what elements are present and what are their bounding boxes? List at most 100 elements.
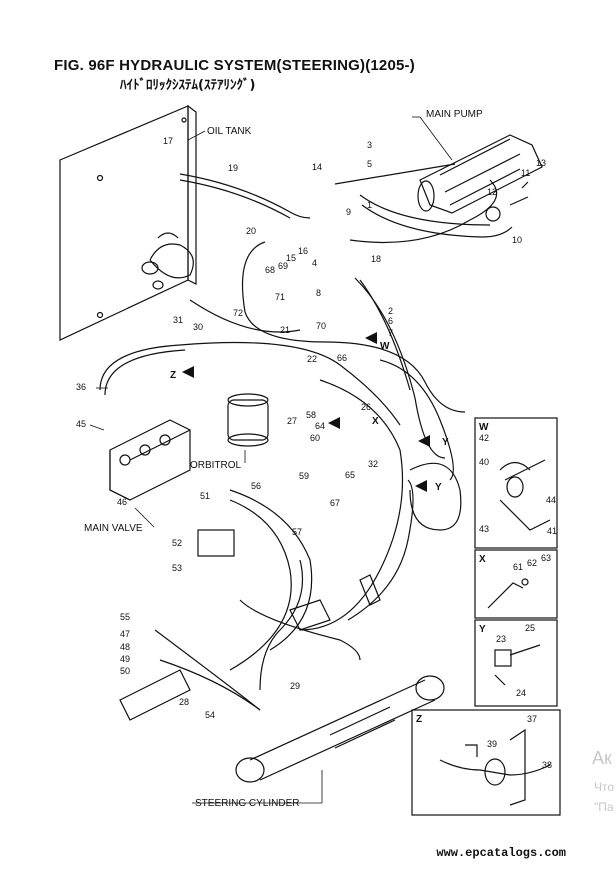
part-number-58: 58 [306, 410, 316, 420]
part-number-47: 47 [120, 629, 130, 639]
manifold-block [197, 529, 235, 557]
detail-box-y [474, 619, 558, 707]
part-number-39: 39 [487, 739, 497, 749]
main-pump-label: MAIN PUMP [426, 109, 483, 120]
part-number-30: 30 [193, 322, 203, 332]
part-number-25: 25 [525, 623, 535, 633]
part-number-23: 23 [496, 634, 506, 644]
part-number-26: 26 [361, 402, 371, 412]
detail-box-z [411, 709, 561, 816]
part-number-42: 42 [479, 433, 489, 443]
detail-label-w: W [479, 422, 489, 433]
part-number-2: 2 [388, 306, 393, 316]
part-number-4: 4 [312, 258, 317, 268]
steering-cylinder-label: STEERING CYLINDER [195, 798, 299, 809]
part-number-19: 19 [228, 163, 238, 173]
watermark-line-2: Что [594, 780, 615, 794]
steering-cylinder-drawing [119, 574, 445, 783]
part-number-55: 55 [120, 612, 130, 622]
part-number-56: 56 [251, 481, 261, 491]
part-number-7: 7 [388, 328, 393, 338]
part-number-10: 10 [512, 235, 522, 245]
callout-x: X [372, 416, 379, 427]
part-number-45: 45 [76, 419, 86, 429]
part-number-64: 64 [315, 421, 325, 431]
part-number-69: 69 [278, 261, 288, 271]
part-number-6: 6 [388, 316, 393, 326]
part-number-61: 61 [513, 562, 523, 572]
detail-label-y: Y [479, 624, 486, 635]
detail-box-w [474, 417, 558, 549]
part-number-48: 48 [120, 642, 130, 652]
part-number-50: 50 [120, 666, 130, 676]
detail-label-x: X [479, 554, 486, 565]
callout-y2: Y [435, 482, 442, 493]
main-pump-drawing [417, 134, 543, 222]
part-number-3: 3 [367, 140, 372, 150]
part-number-67: 67 [330, 498, 340, 508]
part-number-31: 31 [173, 315, 183, 325]
part-number-72: 72 [233, 308, 243, 318]
part-number-5: 5 [367, 159, 372, 169]
part-number-12: 12 [487, 187, 497, 197]
part-number-17: 17 [163, 136, 173, 146]
callout-w: W [380, 341, 390, 352]
watermark-line-3: "Па [594, 800, 614, 814]
part-number-15: 15 [286, 253, 296, 263]
part-number-11: 11 [521, 168, 530, 178]
main-valve-label: MAIN VALVE [84, 523, 143, 534]
oil-tank-drawing [59, 104, 197, 341]
part-number-29: 29 [290, 681, 300, 691]
part-number-44: 44 [546, 495, 556, 505]
part-number-28: 28 [179, 697, 189, 707]
part-number-59: 59 [299, 471, 309, 481]
part-number-46: 46 [117, 497, 127, 507]
part-number-41: 41 [547, 526, 557, 536]
part-number-62: 62 [527, 558, 537, 568]
part-number-49: 49 [120, 654, 130, 664]
part-number-53: 53 [172, 563, 182, 573]
orbitrol-label: ORBITROL [190, 460, 242, 471]
part-number-57: 57 [292, 527, 302, 537]
part-number-1: 1 [367, 200, 372, 210]
part-number-9: 9 [346, 207, 351, 217]
part-number-37: 37 [527, 714, 537, 724]
part-number-65: 65 [345, 470, 355, 480]
callout-z: Z [170, 370, 176, 381]
part-number-20: 20 [246, 226, 256, 236]
part-number-60: 60 [310, 433, 320, 443]
part-number-layer: 1234567891011121314151617181920212223242… [76, 136, 557, 770]
part-number-22: 22 [307, 354, 317, 364]
detail-label-z: Z [416, 714, 422, 725]
direction-arrows [182, 332, 430, 492]
part-number-13: 13 [536, 158, 546, 168]
part-number-43: 43 [479, 524, 489, 534]
part-number-71: 71 [275, 292, 285, 302]
oil-tank-label: OIL TANK [207, 126, 252, 137]
part-number-8: 8 [316, 288, 321, 298]
part-number-63: 63 [541, 553, 551, 563]
leader-lines [89, 116, 453, 804]
figure-subtitle: ﾊｲﾄﾞﾛﾘｯｸｼｽﾃﾑ(ｽﾃｱﾘﾝｸﾞ) [120, 78, 256, 93]
hydraulic-hoses [99, 163, 513, 711]
part-number-27: 27 [287, 416, 297, 426]
part-number-70: 70 [316, 321, 326, 331]
part-number-21: 21 [280, 325, 290, 335]
part-number-36: 36 [76, 382, 86, 392]
part-number-38: 38 [542, 760, 552, 770]
part-number-18: 18 [371, 254, 381, 264]
main-valve-drawing [109, 419, 191, 501]
detail-box-x [474, 549, 558, 619]
callout-y1: Y [442, 437, 449, 448]
part-number-24: 24 [516, 688, 526, 698]
part-number-32: 32 [368, 459, 378, 469]
part-number-66: 66 [337, 353, 347, 363]
part-number-51: 51 [200, 491, 210, 501]
figure-title: FIG. 96F HYDRAULIC SYSTEM(STEERING)(1205… [54, 57, 415, 74]
part-number-40: 40 [479, 457, 489, 467]
footer-url: www.epcatalogs.com [436, 846, 566, 860]
watermark-line-1: Ак [592, 748, 612, 768]
